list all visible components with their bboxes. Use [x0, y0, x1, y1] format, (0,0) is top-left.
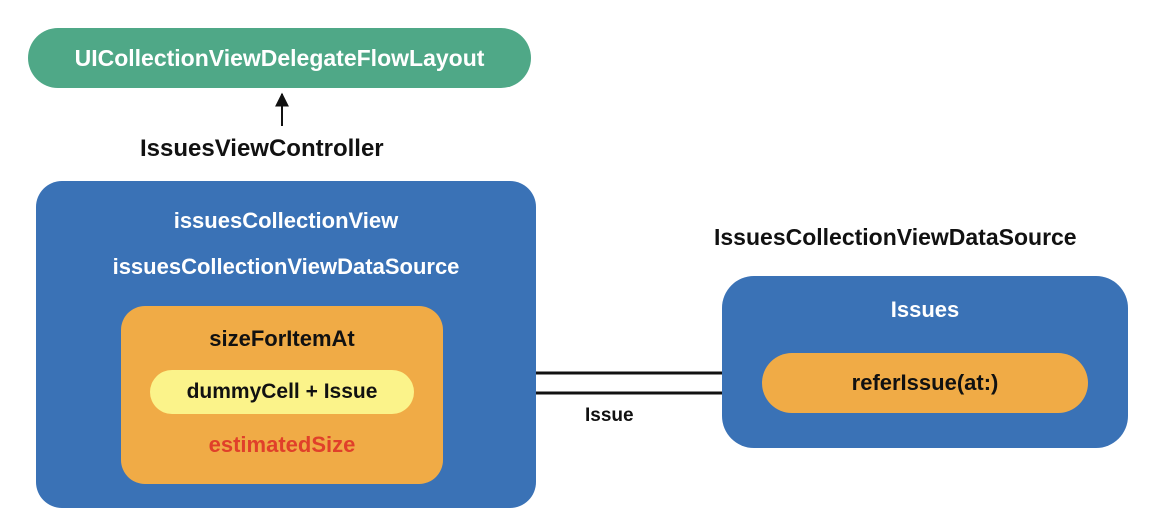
protocol-label: UICollectionViewDelegateFlowLayout [74, 44, 485, 71]
method-label: sizeForItemAt [209, 326, 355, 351]
dummy-cell-pill: dummyCell + Issue [150, 370, 414, 414]
refer-issue-label: referIssue(at:) [851, 370, 999, 395]
protocol-pill: UICollectionViewDelegateFlowLayout [28, 28, 531, 88]
data-source-title: IssuesCollectionViewDataSource [714, 224, 1077, 250]
collection-view-property: issuesCollectionView [173, 208, 399, 233]
refer-issue-pill: referIssue(at:) [762, 353, 1088, 413]
controller-title: IssuesViewController [140, 135, 384, 162]
estimated-size-label: estimatedSize [208, 432, 356, 457]
dummy-cell-label: dummyCell + Issue [186, 380, 378, 403]
data-source-property: issuesCollectionViewDataSource [112, 254, 460, 279]
issues-label: Issues [890, 297, 960, 322]
return-arrow-label: Issue [585, 405, 634, 426]
